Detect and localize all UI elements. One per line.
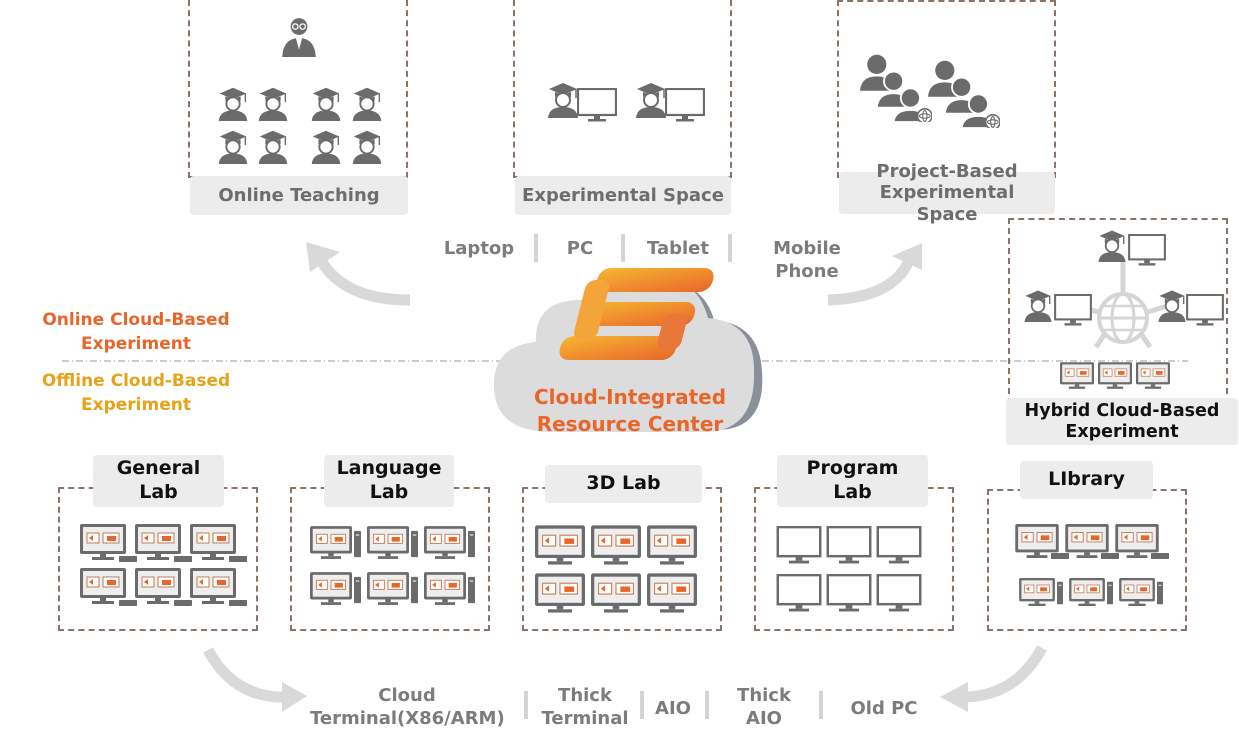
separator	[705, 691, 709, 719]
students-icon-group	[217, 86, 383, 165]
pc-grid-icon	[310, 526, 475, 605]
general-lab-label: General Lab	[93, 455, 224, 507]
separator	[728, 234, 732, 262]
language-lab-label: Language Lab	[324, 455, 454, 507]
separator	[640, 691, 644, 719]
terminal-thick: Thick Terminal	[541, 685, 629, 730]
globe-network-icon	[1023, 229, 1224, 389]
online-experiment-label: Online Cloud-Based Experiment	[42, 310, 230, 354]
library-label: LIbrary	[1020, 461, 1153, 499]
separator	[621, 234, 625, 262]
terminal-aio: AIO	[655, 698, 691, 719]
separator	[819, 691, 823, 719]
program-lab-label: Program Lab	[777, 455, 928, 507]
experimental-space-label: Experimental Space	[515, 176, 731, 215]
arrow-to-online-teaching	[313, 252, 411, 306]
center-title: Cloud-Integrated Resource Center	[533, 385, 727, 436]
terminal-cloud: Cloud Terminal(X86/ARM)	[310, 685, 505, 730]
cloud-logo-icon	[493, 268, 763, 432]
student-at-monitor-icon	[546, 81, 617, 122]
team-group-icon	[860, 53, 932, 122]
online-teaching-label: Online Teaching	[190, 176, 408, 215]
offline-experiment-label: Offline Cloud-Based Experiment	[41, 371, 231, 415]
arrow-to-terminals-right	[959, 645, 1047, 703]
device-laptop: Laptop	[443, 238, 515, 259]
separator	[524, 691, 528, 719]
pc-grid-icon	[1015, 524, 1169, 606]
3d-lab-label: 3D Lab	[545, 465, 702, 503]
device-tablet: Tablet	[647, 238, 709, 259]
arrow-to-terminals-left	[203, 647, 291, 703]
aio-grid-icon	[535, 525, 697, 613]
monitor-grid-icon	[776, 526, 922, 612]
hybrid-label: Hybrid Cloud-Based Experiment	[1006, 398, 1238, 445]
pc-grid-icon	[80, 524, 247, 606]
teacher-icon	[281, 17, 317, 58]
terminal-thick-aio: Thick AIO	[737, 685, 791, 730]
team-group-icon	[928, 59, 1000, 128]
terminal-old-pc: Old PC	[850, 698, 918, 719]
separator	[534, 234, 538, 262]
project-based-label: Project-Based Experimental Space	[839, 161, 1055, 225]
device-pc: PC	[566, 238, 594, 259]
device-mobile-phone: Mobile Phone	[773, 238, 841, 283]
student-at-monitor-icon	[634, 81, 705, 122]
